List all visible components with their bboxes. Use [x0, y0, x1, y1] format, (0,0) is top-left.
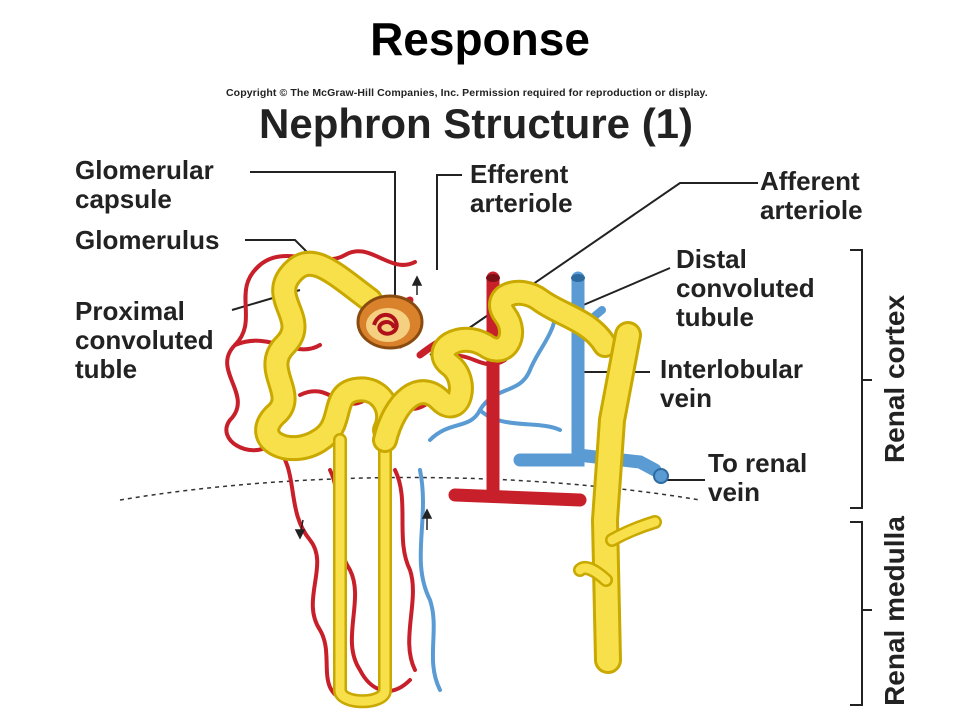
glomerulus-group [356, 294, 424, 350]
collecting-duct [594, 324, 639, 671]
flow-arrows [294, 275, 433, 540]
descending-limb [335, 435, 390, 706]
renal-vein-opening [653, 468, 669, 484]
label-distal-line2: convoluted [676, 273, 815, 303]
cortex-medulla-boundary [119, 476, 701, 501]
label-glomerular-capsule-line2: capsule [75, 184, 172, 214]
label-renal-vein-line2: vein [708, 477, 761, 507]
proximal-tubule [257, 253, 399, 459]
leader-efferent [436, 174, 462, 270]
medulla-bracket [850, 521, 872, 706]
label-renal-medulla: Renal medulla [879, 516, 910, 706]
label-afferent-arteriole: Afferent arteriole [760, 167, 863, 225]
label-glomerular-capsule: Glomerular capsule [75, 156, 214, 214]
copyright-notice: Copyright © The McGraw-Hill Companies, I… [226, 87, 708, 99]
label-efferent-arteriole: Efferent arteriole [470, 160, 573, 218]
slide-title: Response [370, 13, 590, 65]
label-glomerular-capsule-line1: Glomerular [75, 155, 214, 185]
nephron-tubule [254, 250, 662, 709]
figure-heading: Nephron Structure (1) [259, 100, 694, 147]
label-proximal-line2: convoluted [75, 325, 214, 355]
label-proximal-tubule: Proximal convoluted tuble [75, 297, 214, 384]
region-brackets [850, 249, 872, 706]
vein-top-opening [571, 274, 585, 282]
label-glomerulus: Glomerulus [75, 225, 220, 255]
artery-top-opening [486, 274, 500, 282]
glomerulus-tuft [372, 312, 399, 336]
label-afferent-line2: arteriole [760, 195, 863, 225]
label-distal-line3: tubule [676, 302, 754, 332]
label-distal-line1: Distal [676, 244, 747, 274]
label-proximal-line3: tuble [75, 354, 138, 384]
label-interlobular-line1: Interlobular [660, 354, 804, 384]
descending-limb-outline [333, 433, 392, 709]
leader-glomerular-capsule [250, 171, 396, 300]
distal-tubule [375, 282, 615, 450]
label-renal-vein: To renal vein [708, 449, 807, 507]
label-efferent-line2: arteriole [470, 188, 573, 218]
label-renal-cortex: Renal cortex [879, 294, 910, 464]
label-renal-vein-line1: To renal [708, 448, 808, 478]
label-distal-tubule: Distal convoluted tubule [676, 245, 815, 332]
cortex-bracket [850, 249, 872, 509]
label-interlobular-vein: Interlobular vein [660, 355, 803, 413]
label-efferent-line1: Efferent [470, 159, 569, 189]
label-proximal-line1: Proximal [75, 296, 185, 326]
label-interlobular-line2: vein [660, 383, 713, 413]
label-afferent-line1: Afferent [760, 166, 860, 196]
